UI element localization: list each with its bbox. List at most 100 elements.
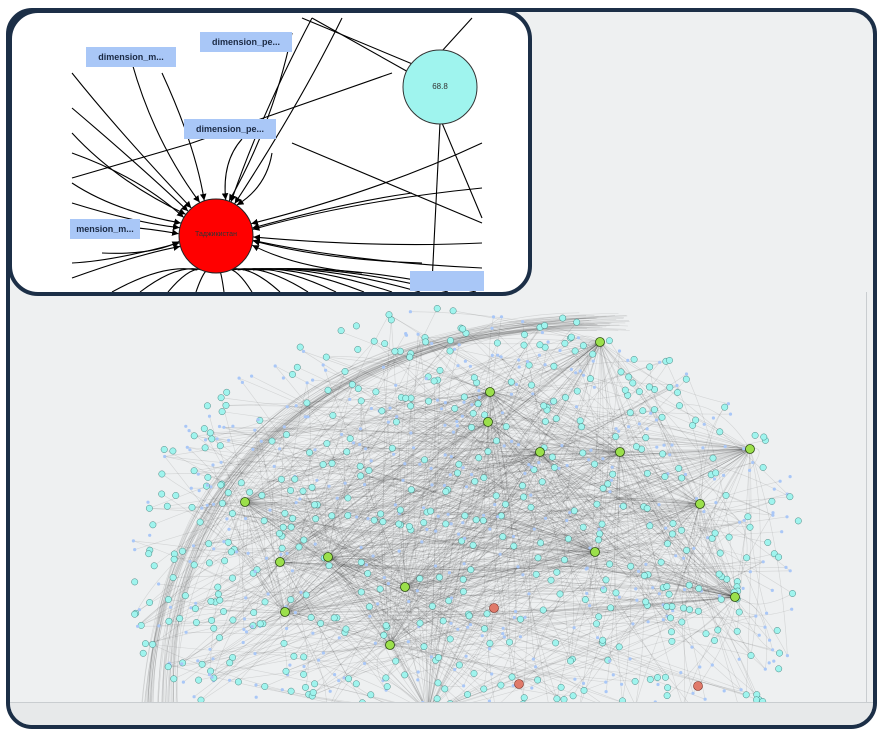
graph-value-node xyxy=(131,578,139,586)
graph-value-node xyxy=(580,687,588,694)
graph-value-node xyxy=(465,612,473,620)
graph-value-node xyxy=(775,665,783,673)
graph-value-node xyxy=(454,469,461,477)
graph-value-node xyxy=(190,467,198,475)
graph-label-node xyxy=(490,672,494,676)
graph-label-node xyxy=(664,526,668,530)
graph-label-node xyxy=(572,626,576,630)
graph-label-node xyxy=(683,472,688,476)
graph-label-node xyxy=(351,441,356,445)
graph-value-node xyxy=(667,614,674,622)
inset-node-label[interactable]: dimension_m... xyxy=(86,47,176,67)
graph-value-node xyxy=(685,581,693,589)
graph-label-node xyxy=(490,353,494,357)
graph-value-node xyxy=(308,483,316,491)
graph-value-node xyxy=(550,397,558,405)
graph-label-node xyxy=(540,330,545,335)
graph-value-node xyxy=(786,493,794,501)
graph-value-node xyxy=(631,678,639,685)
graph-label-node xyxy=(439,407,444,411)
graph-label-node xyxy=(303,415,307,419)
graph-label-node xyxy=(203,438,208,442)
graph-value-node xyxy=(528,381,535,389)
graph-value-node xyxy=(567,657,574,665)
graph-value-node xyxy=(551,464,558,471)
graph-value-node xyxy=(324,386,332,394)
graph-label-node xyxy=(557,466,561,470)
graph-value-node xyxy=(385,311,393,319)
graph-value-node xyxy=(646,522,654,530)
graph-value-node xyxy=(420,643,428,650)
graph-value-node xyxy=(654,674,661,681)
graph-label-node xyxy=(498,552,502,556)
zoom-inset[interactable]: dimension_m... dimension_pe... dimension… xyxy=(8,9,532,296)
graph-value-node xyxy=(224,489,232,497)
graph-label-node xyxy=(443,423,447,427)
inset-node-label[interactable]: dimension_pe... xyxy=(184,119,276,139)
graph-value-node xyxy=(760,433,768,441)
graph-label-node xyxy=(240,380,244,384)
graph-value-node xyxy=(343,448,351,456)
graph-label-node xyxy=(751,460,755,465)
graph-label-node xyxy=(517,365,521,369)
graph-value-node xyxy=(200,425,208,432)
divider xyxy=(866,292,867,712)
graph-value-node xyxy=(428,602,436,610)
graph-label-node xyxy=(443,453,447,457)
graph-hub-node xyxy=(730,592,740,602)
inset-node-label-partial[interactable] xyxy=(410,271,484,291)
graph-label-node xyxy=(449,522,453,526)
graph-value-node xyxy=(164,596,172,603)
graph-label-node xyxy=(569,367,574,371)
graph-value-node xyxy=(573,318,581,326)
graph-value-node xyxy=(170,555,178,563)
graph-label-node xyxy=(644,562,648,566)
graph-label-node xyxy=(250,374,254,378)
graph-label-node xyxy=(382,576,386,580)
graph-value-node xyxy=(405,523,413,530)
graph-value-node xyxy=(716,549,724,557)
graph-label-node xyxy=(407,599,411,604)
graph-value-node xyxy=(630,355,638,363)
graph-label-node xyxy=(442,483,446,488)
graph-value-node xyxy=(367,691,375,699)
graph-value-node xyxy=(433,305,441,312)
graph-value-node xyxy=(661,473,669,480)
graph-value-node xyxy=(208,617,216,624)
network-graph-overview[interactable] xyxy=(10,12,873,725)
graph-value-node xyxy=(330,614,338,622)
graph-label-node xyxy=(254,695,258,699)
graph-value-node xyxy=(663,603,671,610)
graph-value-node xyxy=(311,501,318,509)
graph-value-node xyxy=(421,456,428,464)
graph-value-node xyxy=(627,562,635,570)
graph-label-node xyxy=(148,533,152,537)
graph-label-node xyxy=(546,340,550,344)
graph-value-node xyxy=(636,388,643,395)
inset-node-label[interactable]: mension_m... xyxy=(70,219,140,239)
graph-label-node xyxy=(184,424,188,428)
graph-label-node xyxy=(531,392,535,396)
graph-value-node xyxy=(580,342,587,349)
graph-value-node xyxy=(470,670,478,677)
graph-value-node xyxy=(479,517,487,524)
graph-value-node xyxy=(176,615,184,622)
graph-label-node xyxy=(532,527,536,531)
graph-value-node xyxy=(311,680,318,688)
graph-value-node xyxy=(345,675,352,683)
graph-value-node xyxy=(277,475,285,483)
graph-label-node xyxy=(574,371,578,375)
graph-label-node xyxy=(656,682,660,687)
graph-value-node xyxy=(354,385,362,393)
graph-label-node xyxy=(244,516,248,521)
graph-label-node xyxy=(591,359,595,363)
graph-value-node xyxy=(589,350,597,358)
inset-node-label[interactable]: dimension_pe... xyxy=(200,32,292,52)
graph-value-node xyxy=(372,388,380,396)
graph-label-node xyxy=(222,540,226,544)
graph-value-node xyxy=(439,617,447,625)
graph-label-node xyxy=(211,502,216,506)
graph-value-node xyxy=(379,518,387,526)
graph-value-node xyxy=(722,491,730,499)
graph-label-node xyxy=(343,481,347,485)
